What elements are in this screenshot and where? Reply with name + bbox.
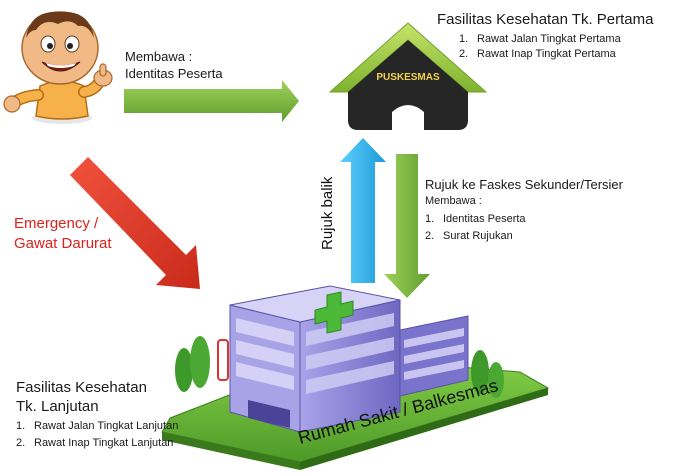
list-item: 2.Rawat Inap Tingkat Pertama — [459, 48, 616, 60]
emergency-label: Emergency / Gawat Darurat — [14, 214, 112, 254]
primary-facility-title: Fasilitas Kesehatan Tk. Pertama — [437, 11, 654, 28]
house-icon — [328, 22, 488, 130]
advanced-facility-block: Fasilitas Kesehatan Tk. Lanjutan 1.Rawat… — [16, 378, 178, 451]
list-item: 2.Surat Rujukan — [425, 230, 513, 242]
advanced-facility-list: 1.Rawat Jalan Tingkat Lanjutan 2.Rawat I… — [16, 419, 178, 451]
primary-facility-list: 1.Rawat Jalan Tingkat Pertama 2.Rawat In… — [459, 32, 654, 62]
arrow-emergency — [70, 157, 200, 289]
puskesmas-label: PUSKESMAS — [376, 72, 440, 83]
list-item: 1.Identitas Peserta — [425, 213, 526, 225]
membawa-line2: Identitas Peserta — [125, 66, 223, 81]
advanced-facility-title-1: Fasilitas Kesehatan — [16, 379, 147, 396]
list-item: 1.Rawat Jalan Tingkat Pertama — [459, 33, 621, 45]
emergency-line2: Gawat Darurat — [14, 235, 112, 252]
referral-block: Rujuk ke Faskes Sekunder/Tersier Membawa… — [425, 176, 623, 244]
arrow-rujuk-balik — [340, 138, 386, 283]
membawa-line1: Membawa : — [125, 49, 193, 64]
emergency-line1: Emergency / — [14, 215, 99, 232]
arrow-to-puskesmas — [124, 80, 299, 122]
list-item: 2.Rawat Inap Tingkat Lanjutan — [16, 437, 174, 449]
primary-facility-block: Fasilitas Kesehatan Tk. Pertama 1.Rawat … — [437, 10, 654, 62]
referral-title: Rujuk ke Faskes Sekunder/Tersier — [425, 177, 623, 192]
hospital-building-icon — [161, 285, 550, 470]
membawa-label: Membawa : Identitas Peserta — [125, 48, 223, 82]
arrow-referral — [384, 154, 430, 298]
rujuk-balik-label: Rujuk balik — [319, 176, 336, 250]
person-icon — [3, 11, 113, 124]
advanced-facility-title-2: Tk. Lanjutan — [16, 398, 99, 415]
referral-sub: Membawa : — [425, 195, 482, 207]
referral-list: 1.Identitas Peserta 2.Surat Rujukan — [425, 212, 623, 244]
list-item: 1.Rawat Jalan Tingkat Lanjutan — [16, 420, 179, 432]
